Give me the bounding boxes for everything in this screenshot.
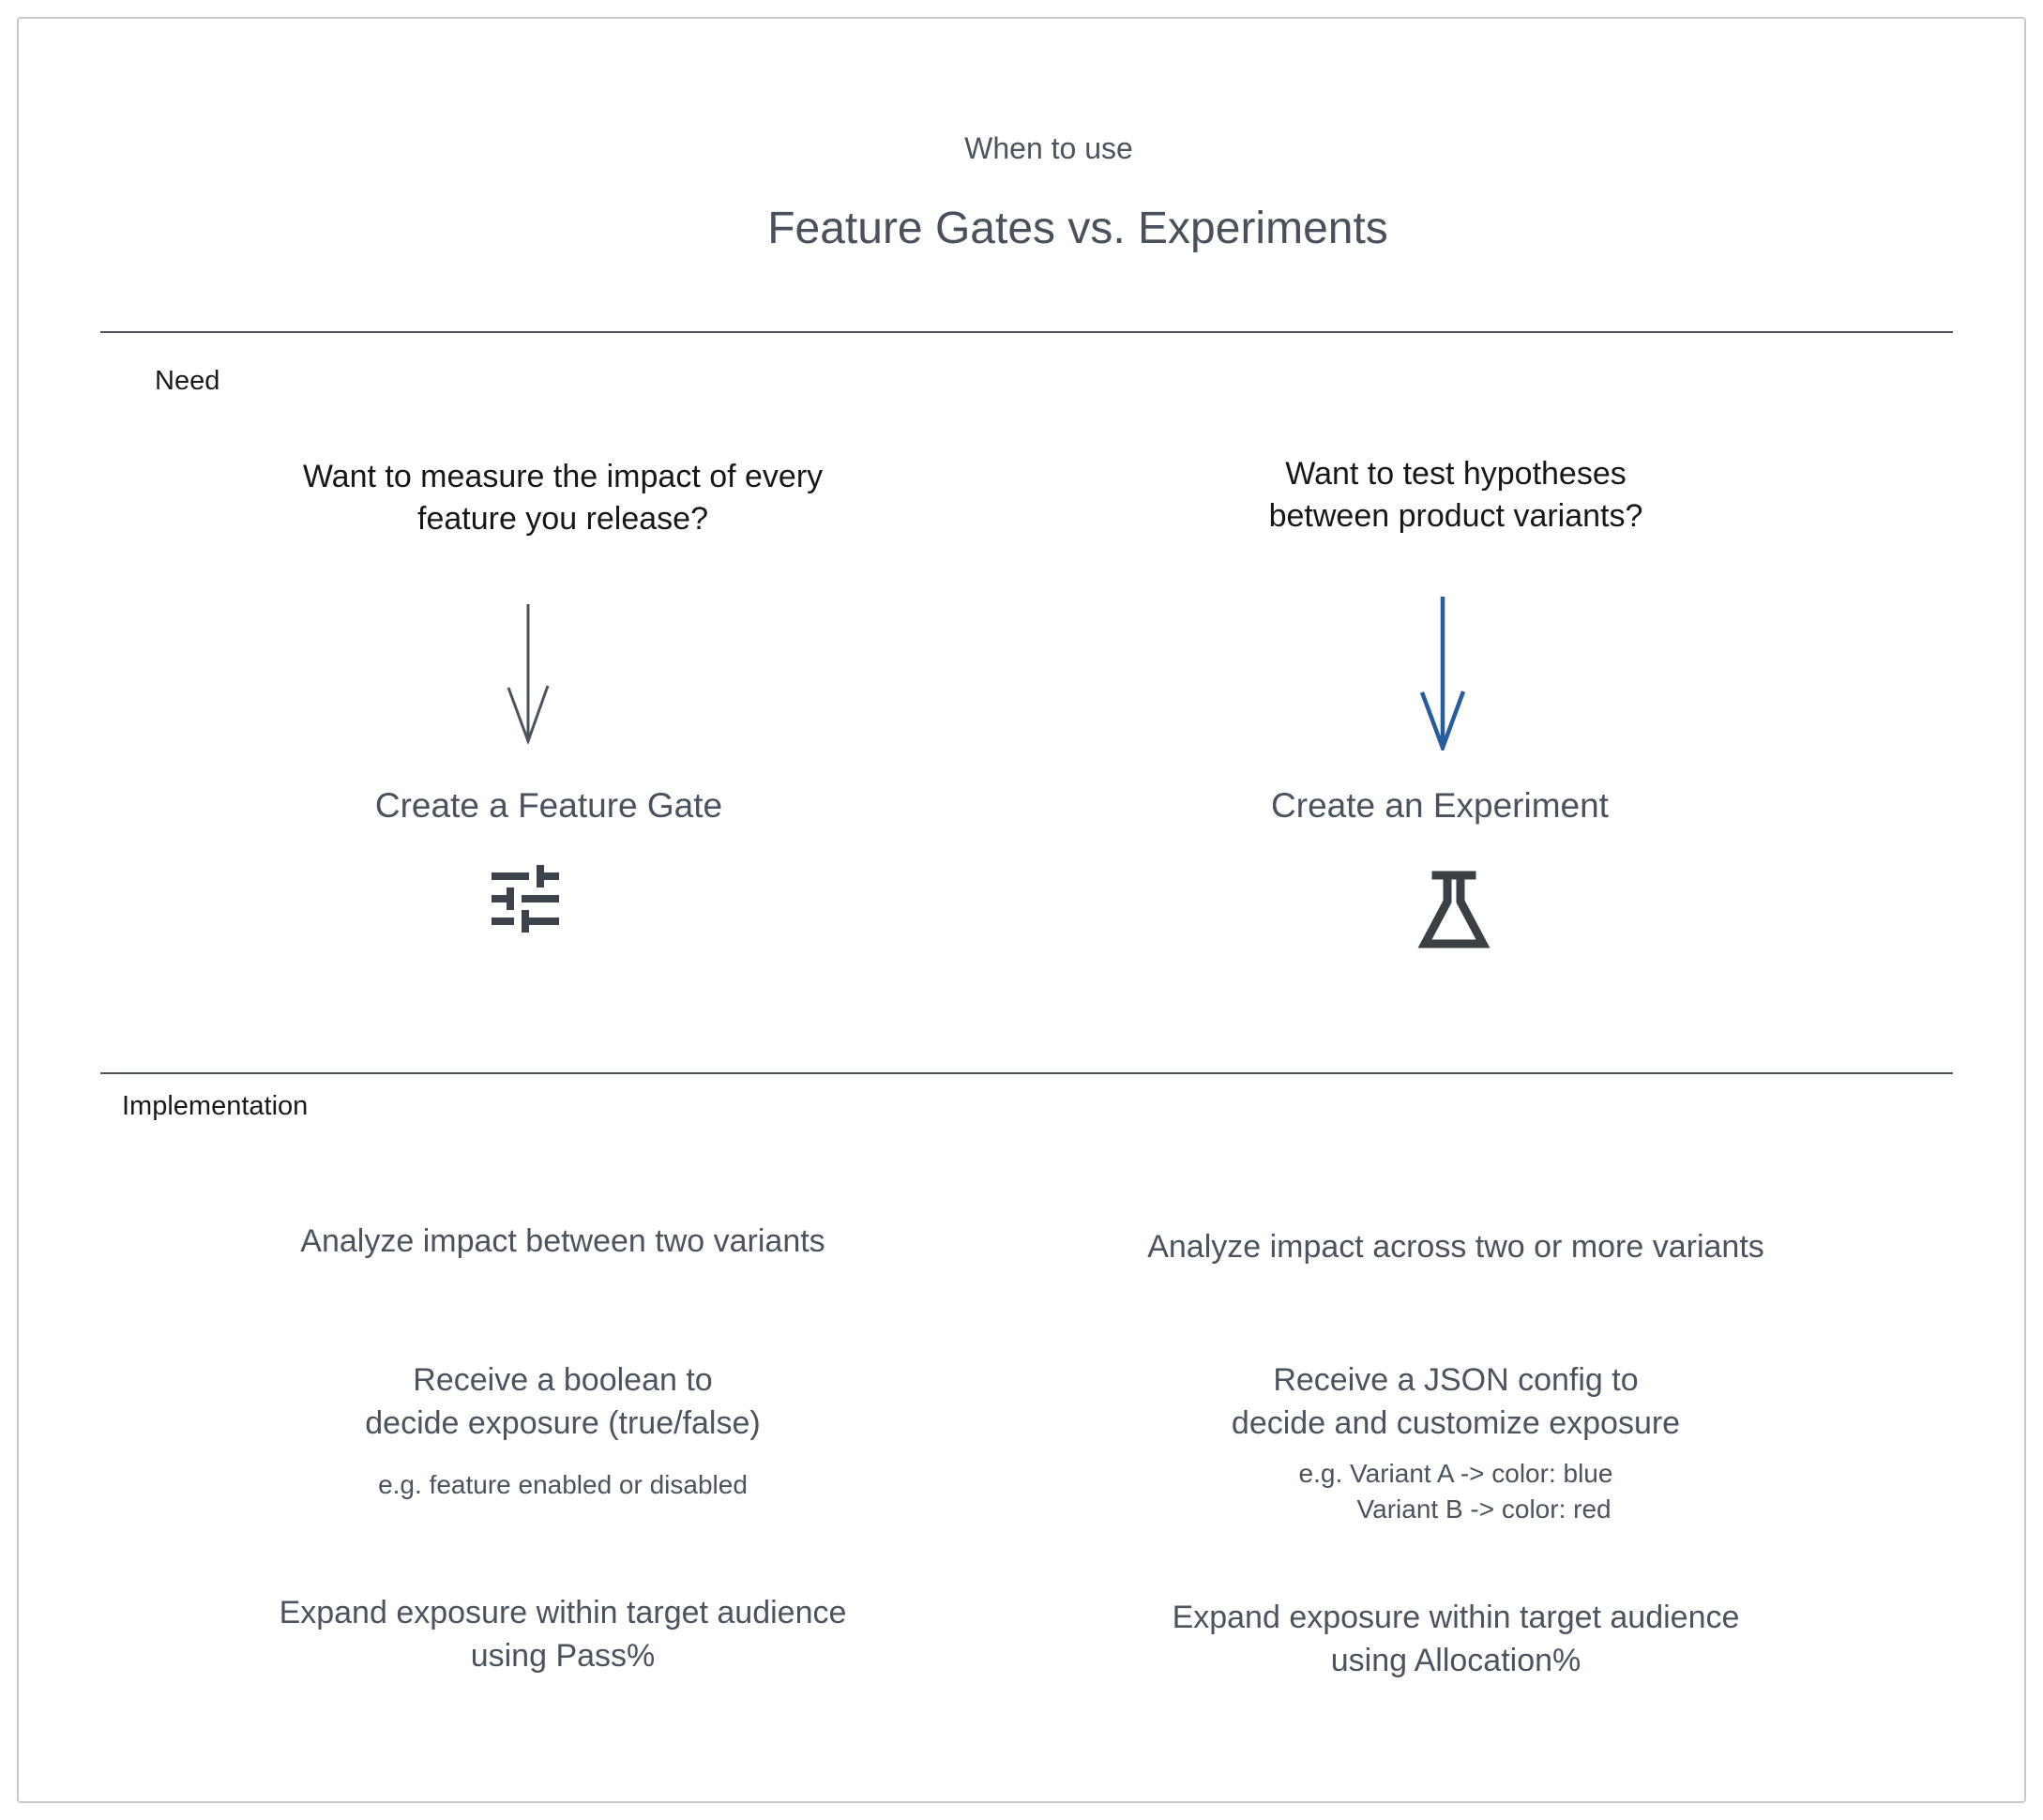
flask-icon (1417, 871, 1491, 948)
impl-line: Receive a boolean to (413, 1362, 713, 1398)
tune-sliders-icon (492, 865, 559, 933)
question-line: Want to test hypotheses (1285, 456, 1627, 492)
question-experiment: Want to test hypotheses between product … (1041, 453, 1870, 538)
question-feature-gate: Want to measure the impact of every feat… (148, 456, 977, 540)
impl-left-expand: Expand exposure within target audience u… (148, 1591, 977, 1677)
impl-line: using Pass% (470, 1638, 656, 1674)
action-create-experiment: Create an Experiment (1271, 786, 1609, 825)
impl-right-example-note: e.g. Variant A -> color: blue Variant B … (1041, 1456, 1870, 1527)
impl-line: using Allocation% (1330, 1643, 1581, 1678)
impl-line: Expand exposure within target audience (279, 1595, 847, 1630)
action-create-feature-gate: Create a Feature Gate (374, 786, 723, 825)
example-line: Variant B -> color: red (1356, 1494, 1612, 1524)
page-frame (17, 17, 2026, 1803)
need-section-label: Need (155, 366, 220, 396)
question-line: Want to measure the impact of every (302, 459, 824, 494)
impl-right-receive: Receive a JSON config to decide and cust… (1041, 1358, 1870, 1445)
impl-line: decide exposure (true/false) (365, 1405, 761, 1441)
impl-left-receive: Receive a boolean to decide exposure (tr… (148, 1358, 977, 1445)
impl-line: decide and customize exposure (1231, 1405, 1681, 1441)
down-arrow-blue-icon (1419, 597, 1466, 751)
impl-left-analyze: Analyze impact between two variants (300, 1223, 825, 1259)
question-line: feature you release? (417, 501, 708, 537)
question-line: between product variants? (1268, 498, 1643, 534)
implementation-section-divider (100, 1072, 1953, 1074)
impl-left-example-note: e.g. feature enabled or disabled (378, 1470, 748, 1499)
implementation-section-label: Implementation (122, 1091, 309, 1121)
page-subtitle: When to use (964, 131, 1133, 165)
example-note-block: e.g. Variant A -> color: blue Variant B … (1299, 1456, 1613, 1527)
need-section-divider (100, 331, 1953, 333)
impl-line: Receive a JSON config to (1273, 1362, 1639, 1398)
impl-right-expand: Expand exposure within target audience u… (1041, 1596, 1870, 1682)
down-arrow-icon (507, 604, 550, 744)
example-line: e.g. Variant A -> color: blue (1298, 1459, 1613, 1488)
impl-right-analyze: Analyze impact across two or more varian… (1147, 1229, 1764, 1265)
page-title: Feature Gates vs. Experiments (767, 204, 1388, 253)
impl-line: Expand exposure within target audience (1172, 1600, 1740, 1635)
